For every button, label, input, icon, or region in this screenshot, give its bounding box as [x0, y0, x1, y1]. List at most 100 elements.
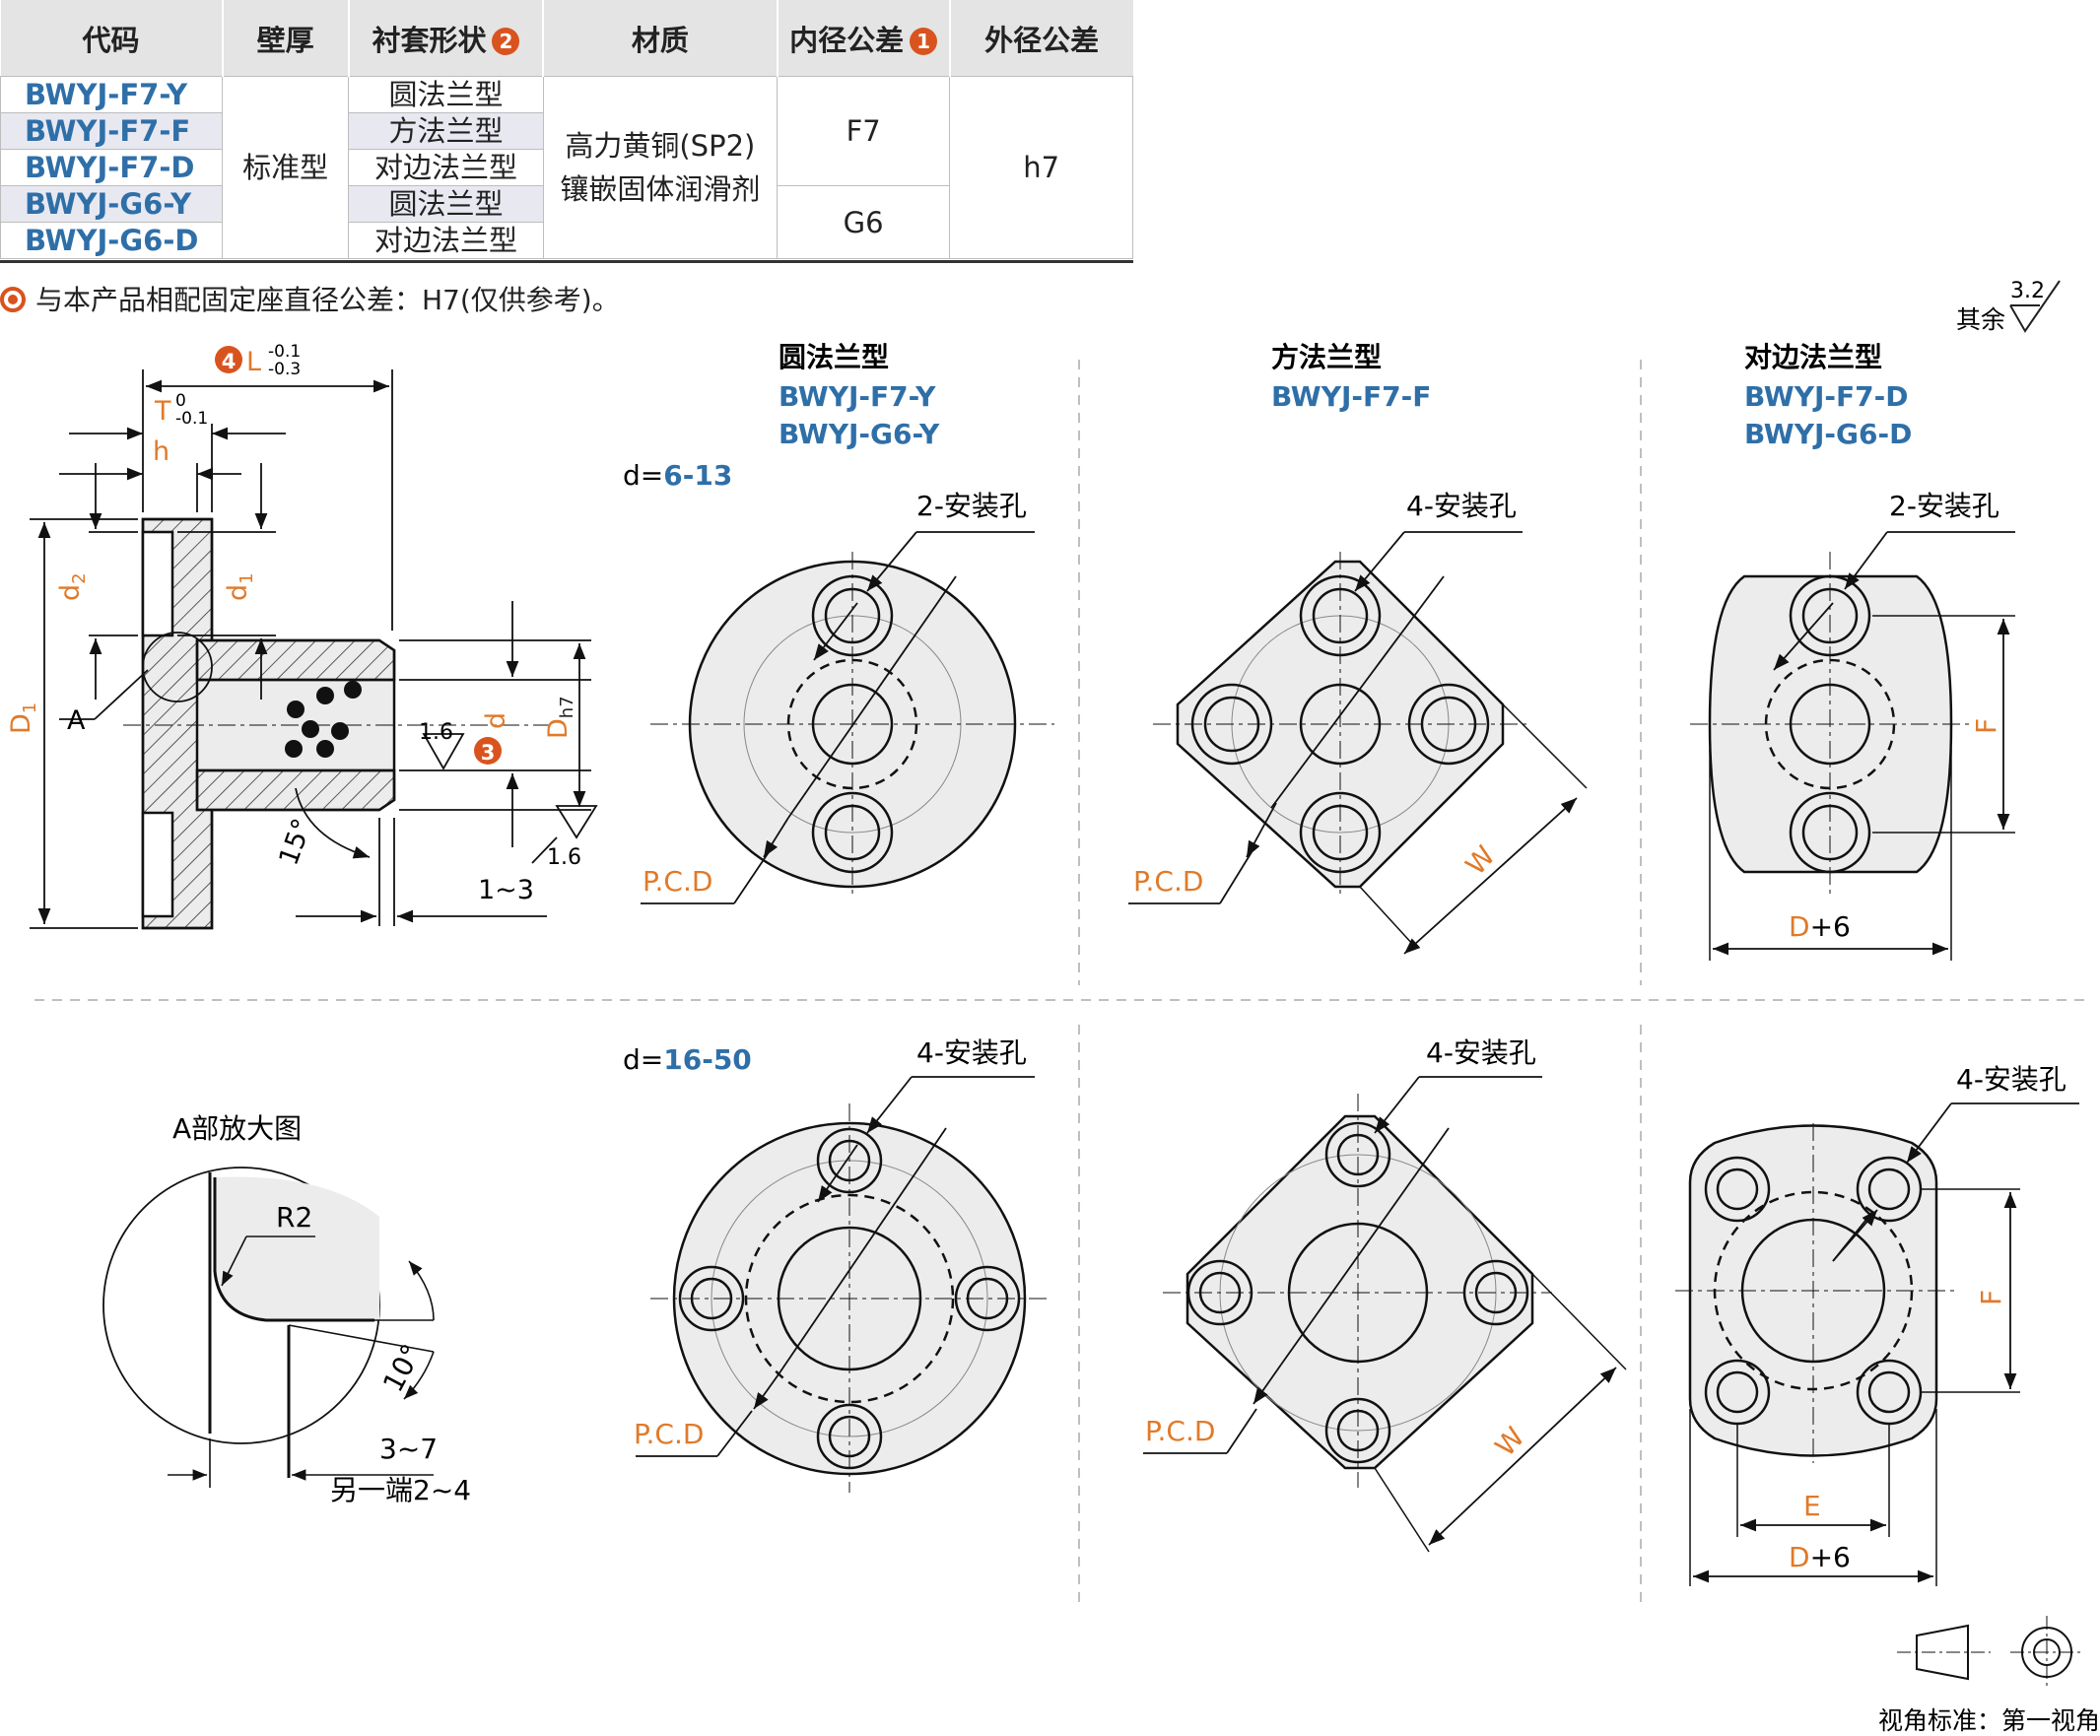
Dplus-label-2: D+6 — [1789, 1541, 1851, 1573]
holes-label-3: 2-安装孔 — [1889, 490, 1999, 522]
W-label-1: W — [1459, 839, 1502, 882]
table-row: BWYJ-F7-F 方法兰型 — [0, 112, 1133, 150]
code-cell: BWYJ-G6-D — [0, 222, 223, 259]
detail-title: A部放大图 — [172, 1112, 302, 1145]
pcd-label-2: P.C.D — [1133, 865, 1203, 898]
L-tol-upper: -0.1 — [268, 342, 301, 362]
code-cell: BWYJ-F7-D — [0, 149, 223, 186]
flat-flange-large — [1675, 1102, 2079, 1586]
square-flange-small — [1128, 531, 1588, 955]
holes-label-6: 4-安装孔 — [1956, 1063, 2066, 1096]
flange-labels: 2-安装孔 4-安装孔 2-安装孔 4-安装孔 4-安装孔 4-安装孔 P.C.… — [634, 490, 2066, 1573]
group-round-code2: BWYJ-G6-Y — [779, 418, 940, 450]
detail-radius: R2 — [276, 1201, 312, 1234]
F-label-2: F — [1975, 1290, 2007, 1305]
material-cell: 高力黄铜(SP2) 镶嵌固体润滑剂 — [542, 76, 779, 259]
group-square-title: 方法兰型 — [1271, 341, 1382, 373]
inner-tol-g6-cell: G6 — [777, 185, 951, 259]
table-bottom-rule — [0, 260, 1133, 263]
L-badge: 4 — [222, 350, 237, 373]
holes-label-1: 2-安装孔 — [916, 490, 1027, 522]
material-line2: 镶嵌固体润滑剂 — [560, 172, 761, 206]
angle-15: 15° — [273, 815, 317, 870]
note-text: 与本产品相配固定座直径公差：H7(仅供参考)。 — [35, 284, 620, 316]
section-dimensions — [30, 369, 598, 929]
section-labels: 4 L -0.1 -0.3 T 0 -0.1 h d2 d1 D1 A 1.6 … — [6, 342, 581, 905]
table-row: BWYJ-F7-Y 标准型 圆法兰型 高力黄铜(SP2) 镶嵌固体润滑剂 F7 h… — [0, 76, 1133, 259]
roughness-symbol: 其余 3.2 — [1956, 279, 2061, 334]
rough-outer: 1.6 — [547, 845, 581, 870]
badge-1: 1 — [910, 27, 938, 55]
group-round-code1: BWYJ-F7-Y — [779, 380, 936, 413]
shape-cell: 对边法兰型 — [348, 222, 544, 259]
code-cell: BWYJ-F7-F — [0, 112, 223, 150]
header-outer-tol: 外径公差 — [948, 0, 1133, 77]
detail-labels: A部放大图 R2 10° 3~7 另一端2~4 — [172, 1112, 471, 1506]
holes-label-2: 4-安装孔 — [1406, 490, 1517, 522]
wall-cell: 标准型 — [221, 76, 350, 259]
round-flange-large — [636, 1076, 1050, 1493]
L-tol-lower: -0.3 — [268, 360, 301, 379]
header-code: 代码 — [0, 0, 223, 77]
round-flange-small — [641, 531, 1054, 904]
detail-angle: 10° — [376, 1339, 428, 1397]
square-flange-large — [1143, 1076, 1627, 1553]
pcd-label-1: P.C.D — [643, 865, 712, 898]
inner-tol-f7-cell: F7 — [777, 76, 951, 186]
shape-cell: 圆法兰型 — [348, 185, 544, 223]
header-wall: 壁厚 — [221, 0, 349, 77]
table-row: BWYJ-G6-D 对边法兰型 — [0, 222, 1133, 259]
flat-flange-small — [1690, 531, 2015, 961]
T-label: T — [154, 396, 171, 427]
pcd-label-3: P.C.D — [634, 1418, 704, 1450]
F-label-1: F — [1970, 718, 2002, 734]
section-view — [123, 517, 552, 930]
d-label: d — [481, 712, 511, 729]
D1-label: D1 — [6, 702, 40, 734]
E-label: E — [1803, 1490, 1821, 1522]
table-row: BWYJ-G6-Y 圆法兰型 G6 — [0, 185, 1133, 259]
shape-cell: 对边法兰型 — [348, 149, 544, 186]
projection-symbol-icon — [1897, 1616, 2084, 1689]
material-line1: 高力黄铜(SP2) — [565, 129, 756, 163]
Dplus-label-1: D+6 — [1789, 910, 1851, 943]
T-tol-upper: 0 — [175, 391, 186, 411]
d-large-label: d=16-50 — [623, 1043, 752, 1076]
detail-len2: 另一端2~4 — [330, 1474, 471, 1506]
T-tol-lower: -0.1 — [175, 409, 208, 429]
badge-2: 2 — [492, 27, 520, 55]
d2-label: d2 — [55, 572, 90, 601]
tolerance-note: 与本产品相配固定座直径公差：H7(仅供参考)。 — [0, 279, 620, 318]
rough-inner: 1.6 — [419, 720, 453, 745]
header-material: 材质 — [542, 0, 778, 77]
chamfer-range: 1~3 — [478, 875, 534, 905]
detail-len1: 3~7 — [379, 1433, 438, 1465]
shape-cell: 圆法兰型 — [348, 76, 544, 113]
code-cell: BWYJ-F7-Y — [0, 76, 223, 113]
d1-label: d1 — [223, 572, 257, 601]
group-square-code1: BWYJ-F7-F — [1271, 380, 1431, 413]
detail-a — [102, 1167, 435, 1488]
separators — [34, 360, 2089, 1606]
group-titles: 圆法兰型 BWYJ-F7-Y BWYJ-G6-Y 方法兰型 BWYJ-F7-F … — [623, 341, 1912, 1076]
graphite-plugs — [285, 681, 362, 758]
group-round-title: 圆法兰型 — [779, 341, 889, 373]
roughness-value: 3.2 — [2010, 279, 2045, 303]
W-label-2: W — [1489, 1421, 1531, 1463]
A-label: A — [67, 705, 86, 736]
pcd-label-4: P.C.D — [1145, 1415, 1215, 1447]
group-flat-title: 对边法兰型 — [1744, 341, 1882, 373]
holes-label-4: 4-安装孔 — [916, 1036, 1027, 1069]
d-small-label: d=6-13 — [623, 459, 732, 492]
group-flat-code2: BWYJ-G6-D — [1744, 418, 1912, 450]
note-bullet-icon — [0, 287, 26, 312]
code-cell: BWYJ-G6-Y — [0, 185, 223, 223]
L-label: L — [246, 347, 261, 377]
shape-cell: 方法兰型 — [348, 112, 544, 150]
outer-tol-cell: h7 — [949, 76, 1133, 259]
holes-label-5: 4-安装孔 — [1426, 1036, 1536, 1069]
